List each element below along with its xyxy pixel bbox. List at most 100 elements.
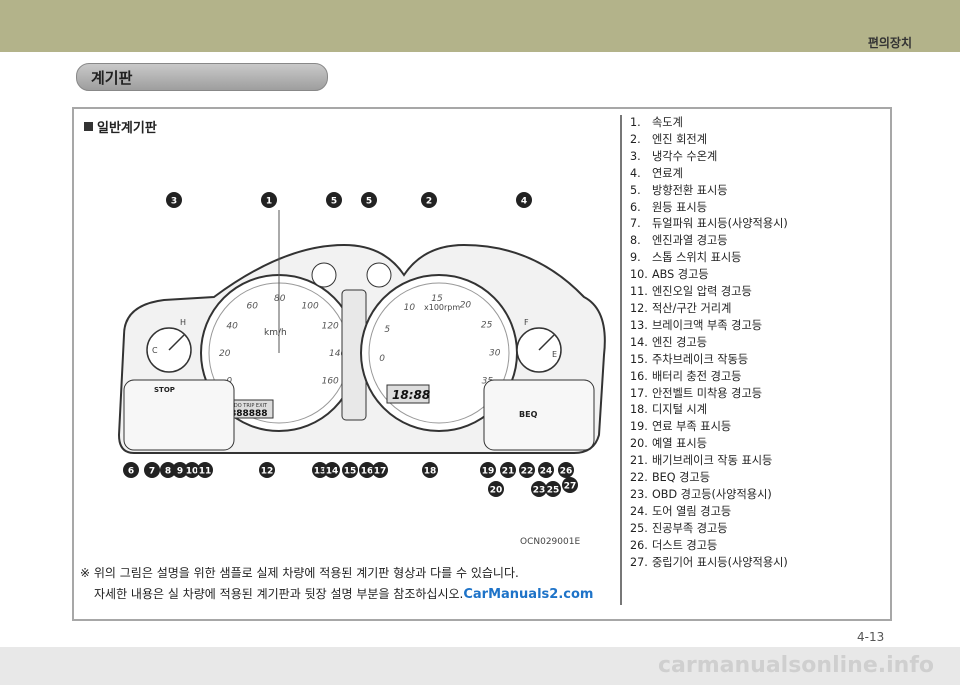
- list-item-label: 원등 표시등: [652, 200, 708, 214]
- list-item-label: BEQ 경고등: [652, 471, 710, 485]
- callout-number: 24: [540, 467, 553, 477]
- list-item-number: 5.: [630, 183, 641, 197]
- gauge-label: 140: [329, 349, 346, 359]
- gauge-label: 40: [226, 322, 238, 332]
- list-item: 2.엔진 회전계: [630, 132, 788, 149]
- footer-watermark[interactable]: carmanualsonline.info: [658, 653, 934, 678]
- list-item-number: 2.: [630, 132, 641, 146]
- callout-number: 3: [171, 197, 177, 207]
- stop-label: STOP: [154, 386, 175, 394]
- note-line-2-text: 자세한 내용은 실 차량에 적용된 계기판과 뒷장 설명 부분을 참조하십시오.: [94, 587, 464, 601]
- callout-marker: [123, 462, 139, 478]
- gauge-label: 160: [322, 377, 339, 387]
- list-item: 16.배터리 충전 경고등: [630, 369, 788, 386]
- gauge-label: 10: [404, 303, 416, 313]
- list-item: 15. 주차브레이크 작동등: [630, 352, 788, 369]
- callout-number: 19: [482, 467, 495, 477]
- callout-marker: [184, 462, 200, 478]
- callout-number: 2: [426, 197, 432, 207]
- list-item: 12.적산/구간 거리계: [630, 301, 788, 318]
- callout-marker: [166, 192, 182, 208]
- gauge-label: 5: [384, 325, 390, 335]
- list-item-number: 17.: [630, 386, 648, 400]
- svg-text:F: F: [524, 318, 529, 327]
- list-item-label: 배터리 충전 경고등: [652, 369, 742, 383]
- list-item-label: 중립기어 표시등(사양적용시): [652, 555, 788, 569]
- list-item-number: 24.: [630, 504, 648, 518]
- gauge-label: 80: [274, 294, 286, 304]
- list-item: 13.브레이크액 부족 경고등: [630, 318, 788, 335]
- list-item-number: 23.: [630, 487, 648, 501]
- callout-number: 6: [128, 467, 134, 477]
- svg-text:C: C: [152, 346, 158, 355]
- rpm-unit: x100rpm: [424, 303, 460, 312]
- list-item-label: 속도계: [652, 116, 683, 129]
- callout-number: 21: [502, 467, 515, 477]
- list-item-label: 안전벨트 미착용 경고등: [652, 386, 763, 400]
- list-item-label: 예열 표시등: [652, 437, 708, 451]
- square-bullet-icon: [84, 122, 93, 131]
- callout-marker: [562, 477, 578, 493]
- page-title-pill: 계기판: [76, 63, 328, 91]
- callout-marker: [558, 462, 574, 478]
- list-item: 20. 예열 표시등: [630, 436, 788, 453]
- list-item-number: 1.: [630, 116, 641, 129]
- list-item-number: 20.: [630, 437, 648, 451]
- callout-number: 23: [533, 486, 546, 496]
- list-item-label: 주차브레이크 작동등: [652, 352, 749, 366]
- list-item-label: 더스트 경고등: [652, 538, 718, 552]
- list-item: 19.연료 부족 표시등: [630, 419, 788, 436]
- list-item-number: 8.: [630, 234, 641, 248]
- callout-number: 11: [199, 467, 212, 477]
- list-item: 14.엔진 경고등: [630, 335, 788, 352]
- list-item-number: 3.: [630, 149, 641, 163]
- callout-marker: [326, 192, 342, 208]
- callout-number: 12: [261, 467, 274, 477]
- header-bar: 편의장치: [0, 0, 960, 52]
- gauge-label: 60: [247, 301, 259, 311]
- list-item: 24.도어 열림 경고등: [630, 504, 788, 521]
- list-item-number: 12.: [630, 301, 648, 315]
- list-item-label: 연료 부족 표시등: [652, 420, 732, 434]
- list-item: 27.중립기어 표시등(사양적용시): [630, 555, 788, 572]
- list-item-number: 14.: [630, 335, 648, 349]
- list-item-number: 15.: [630, 352, 648, 366]
- svg-text:H: H: [180, 318, 186, 327]
- list-item-label: 방향전환 표시등: [652, 183, 728, 197]
- callout-marker: [480, 462, 496, 478]
- watermark[interactable]: CarManuals2.com: [463, 587, 594, 602]
- digital-clock: 18:88: [392, 388, 430, 402]
- list-item-number: 7.: [630, 217, 641, 231]
- callout-number: 5: [366, 197, 372, 207]
- gauge-label: 120: [322, 322, 339, 332]
- callout-number: 10: [186, 467, 199, 477]
- list-item-label: 배기브레이크 작동 표시등: [652, 454, 773, 468]
- list-item-label: ABS 경고등: [652, 268, 709, 282]
- speed-unit: km/h: [264, 328, 287, 338]
- callout-number: 25: [547, 486, 560, 496]
- callout-marker: [324, 462, 340, 478]
- callout-number: 22: [521, 467, 534, 477]
- callout-number: 7: [149, 467, 155, 477]
- list-item: 23. OBD 경고등(사양적용시): [630, 487, 788, 504]
- callout-number: 27: [564, 482, 577, 492]
- gauge-label: 15: [431, 294, 443, 304]
- section-title: 편의장치: [867, 36, 912, 50]
- odo-display: 888888: [230, 409, 268, 419]
- list-item-label: 엔진과열 경고등: [652, 234, 728, 248]
- list-item: 5. 방향전환 표시등: [630, 183, 788, 200]
- list-item-label: OBD 경고등(사양적용시): [652, 487, 772, 501]
- callout-marker: [538, 462, 554, 478]
- callout-marker: [312, 462, 328, 478]
- list-item: 11.엔진오일 압력 경고등: [630, 284, 788, 301]
- gauge-label: 25: [481, 320, 493, 330]
- list-item-label: 디지털 시계: [652, 403, 708, 417]
- list-item-number: 21.: [630, 454, 648, 468]
- callout-number: 13: [314, 467, 327, 477]
- callout-marker: [144, 462, 160, 478]
- odo-header: ODO TRIP EXIT: [230, 403, 268, 409]
- callout-marker: [197, 462, 213, 478]
- gauge-label: 0: [379, 354, 385, 364]
